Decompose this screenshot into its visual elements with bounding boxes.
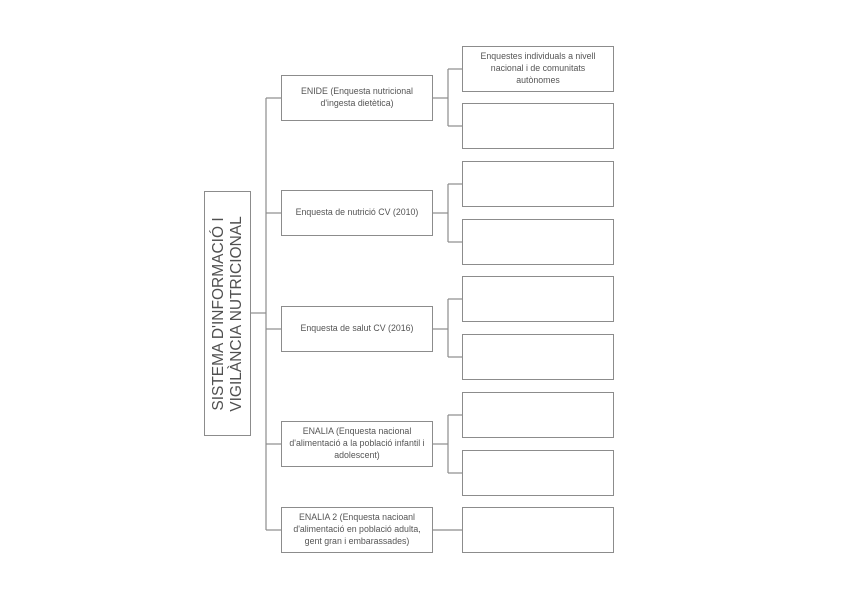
- survey-label: ENALIA (Enquesta nacional d'alimentació …: [289, 426, 425, 460]
- detail-node: [462, 334, 614, 380]
- survey-label: ENIDE (Enquesta nutricional d'ingesta di…: [301, 86, 413, 108]
- survey-node-enalia: ENALIA (Enquesta nacional d'alimentació …: [281, 421, 433, 467]
- survey-label: ENALIA 2 (Enquesta nacioanl d'alimentaci…: [293, 512, 421, 546]
- survey-node-enalia-2: ENALIA 2 (Enquesta nacioanl d'alimentaci…: [281, 507, 433, 553]
- survey-node-enide: ENIDE (Enquesta nutricional d'ingesta di…: [281, 75, 433, 121]
- survey-label: Enquesta de nutrició CV (2010): [295, 207, 419, 218]
- survey-label: Enquesta de salut CV (2016): [300, 323, 414, 334]
- detail-label: Enquestes individuals a nivell nacional …: [480, 51, 596, 85]
- detail-node: [462, 450, 614, 496]
- detail-node: [462, 161, 614, 207]
- detail-node: [462, 219, 614, 265]
- root-label: SISTEMA D'INFORMACIÓ I VIGILÀNCIA NUTRIC…: [210, 216, 246, 412]
- detail-node: [462, 507, 614, 553]
- root-label-line2: VIGILÀNCIA NUTRICIONAL: [227, 215, 245, 412]
- survey-node-nutricio-cv: Enquesta de nutrició CV (2010): [281, 190, 433, 236]
- root-label-line1: SISTEMA D'INFORMACIÓ I: [209, 216, 227, 411]
- detail-node: [462, 103, 614, 149]
- detail-node: [462, 276, 614, 322]
- survey-node-salut-cv: Enquesta de salut CV (2016): [281, 306, 433, 352]
- detail-node: Enquestes individuals a nivell nacional …: [462, 46, 614, 92]
- root-node: SISTEMA D'INFORMACIÓ I VIGILÀNCIA NUTRIC…: [204, 191, 251, 436]
- detail-node: [462, 392, 614, 438]
